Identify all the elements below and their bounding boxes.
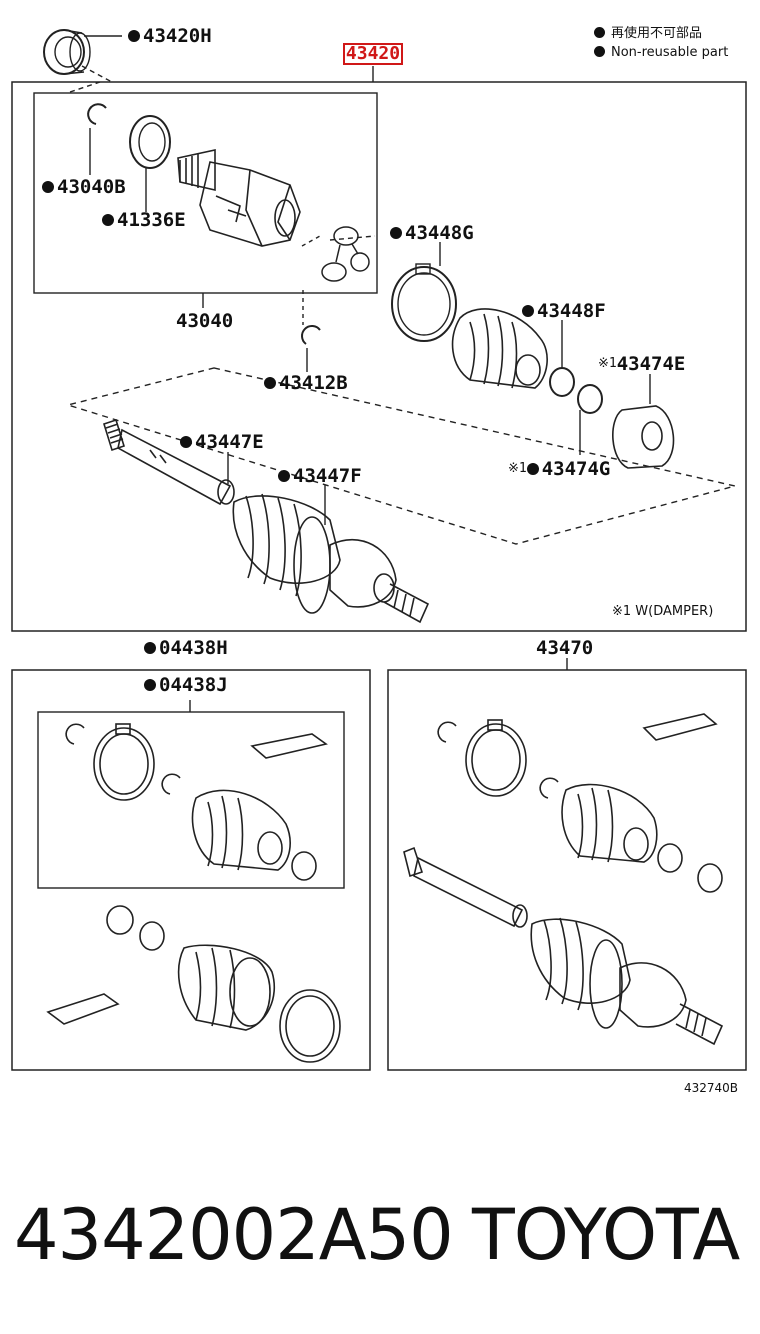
damper-drawing [612,405,675,469]
damper-mark: ※1 [598,356,617,371]
callout-text: 41336E [117,209,186,231]
legend-en-text: Non-reusable part [611,45,729,60]
illustration-code: 432740B [684,1081,739,1095]
non-reusable-dot-icon [180,436,192,448]
callout-text: 43412B [279,372,348,394]
boot-kit-h-frame [11,669,371,1071]
callout-04438H[interactable]: 04438H [144,638,228,658]
legend-ja-text: 再使用不可部品 [611,26,703,41]
non-reusable-dot-icon [102,214,114,226]
non-reusable-dot-icon [42,181,54,193]
callout-text: 43470 [536,637,594,659]
callout-43412B[interactable]: 43412B [264,373,348,393]
inboard-joint-frame [33,92,378,294]
damper-note: ※1 W(DAMPER) [612,604,714,619]
non-reusable-dot-icon [526,463,539,475]
callout-43040[interactable]: 43040 [176,311,233,331]
assembly-frame [11,81,747,632]
shaft-assy-drawing [403,713,724,1046]
boot-clamp-small-drawing [549,367,575,397]
callout-04438J[interactable]: 04438J [144,675,228,695]
callout-text: 43040B [57,176,126,198]
callout-text: 43474E [616,353,686,375]
non-reusable-dot-icon [390,227,402,239]
callout-43448F[interactable]: 43448F [522,301,606,321]
inboard-joint-drawing [177,149,301,247]
callout-text: 43420H [143,25,212,47]
non-reusable-dot-icon [594,46,605,57]
snap-ring-drawing [87,103,107,125]
non-reusable-dot-icon [594,27,605,38]
callout-43447F[interactable]: 43447F [278,466,362,486]
ring-drawing [129,115,171,169]
footer-part-number: 4342002A50 [14,1194,454,1276]
callout-41336E[interactable]: 41336E [102,210,186,230]
callout-43470[interactable]: 43470 [536,638,593,658]
callout-43474G[interactable]: ※1 43474G [508,459,610,479]
non-reusable-dot-icon [144,642,156,654]
boot-kit-h-drawing [46,723,341,1063]
non-reusable-dot-icon [144,679,156,691]
legend-row-en: Non-reusable part [594,43,728,62]
boot-clamp-large-drawing [391,266,457,342]
legend: 再使用不可部品 Non-reusable part [594,24,728,62]
legend-row-ja: 再使用不可部品 [594,24,728,43]
callout-43474E[interactable]: ※143474E [598,354,685,374]
callout-text: 43447F [293,465,362,487]
callout-43420H[interactable]: 43420H [128,26,212,46]
damper-clamp-drawing [577,384,603,414]
callout-43448G[interactable]: 43448G [390,223,474,243]
boot-kit-j-frame [37,711,345,889]
main-part-number[interactable]: 43420 [343,43,403,65]
damper-mark: ※1 [508,461,527,476]
drive-shaft-drawing [103,418,235,506]
non-reusable-dot-icon [522,305,534,317]
callout-text: 43447E [195,431,264,453]
callout-text: 04438H [159,637,228,659]
callout-text: 43448G [405,222,474,244]
dust-seal-drawing [43,29,122,93]
callout-text: 04438J [159,674,228,696]
callout-text: 43474G [541,458,611,480]
callout-text: 43448F [537,300,606,322]
footer: 4342002A50 TOYOTA [14,1195,754,1275]
tripod-drawing [321,226,370,282]
outboard-boot-drawing [232,493,430,624]
snap-ring-2-drawing [301,325,321,345]
callout-43040B[interactable]: 43040B [42,177,126,197]
non-reusable-dot-icon [128,30,140,42]
non-reusable-dot-icon [278,470,290,482]
callout-text: 43040 [176,310,234,332]
inboard-boot-drawing [451,308,548,389]
callout-43447E[interactable]: 43447E [180,432,264,452]
non-reusable-dot-icon [264,377,276,389]
footer-brand: TOYOTA [472,1194,740,1276]
